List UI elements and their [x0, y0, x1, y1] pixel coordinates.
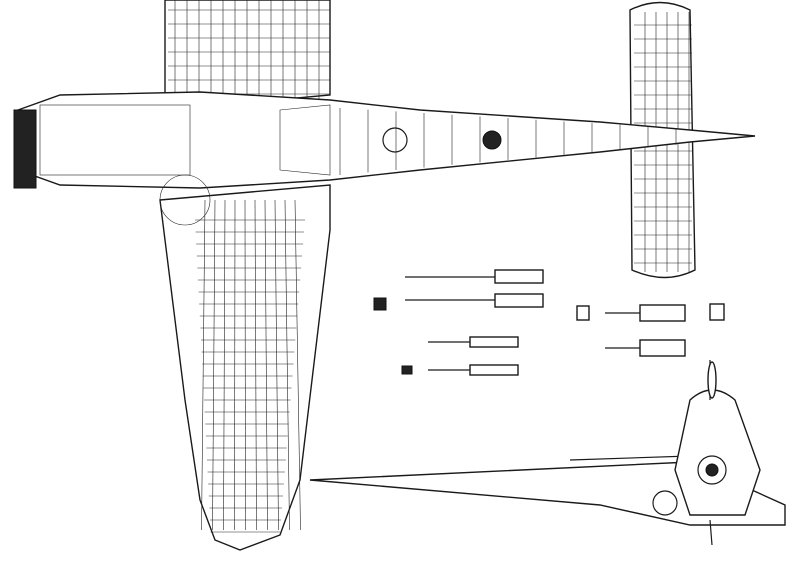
front-view	[309, 360, 786, 546]
fuselage	[13, 91, 756, 226]
structural-rib	[284, 199, 290, 531]
engine-cowling	[13, 109, 37, 189]
structural-rib	[264, 199, 268, 531]
structural-rib	[212, 199, 216, 531]
engine-fan	[159, 174, 211, 226]
structural-rib	[201, 199, 206, 531]
lower-wing	[159, 184, 331, 551]
cockpit	[279, 104, 331, 176]
structural-rib	[234, 199, 236, 531]
structural-rib	[274, 199, 279, 531]
upper-wing	[164, 0, 331, 111]
structural-rib	[294, 199, 301, 531]
structural-rib	[244, 199, 246, 531]
structural-rib	[223, 199, 226, 531]
armament-detail	[373, 269, 725, 376]
structural-rib	[254, 199, 257, 531]
